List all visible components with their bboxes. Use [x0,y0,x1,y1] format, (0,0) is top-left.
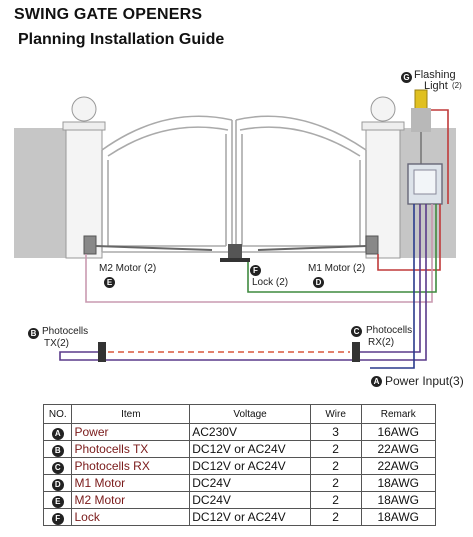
table-row: E M2 Motor DC24V 2 18AWG [42,491,436,509]
m1-motor-arm [257,245,367,251]
row-item: M2 Motor [71,491,191,509]
row-remark: 22AWG [360,440,436,458]
power-input-badge: A [371,376,382,387]
row-badge: B [51,444,64,457]
header-item: Item [71,404,191,424]
left-pillar-cap [62,121,106,131]
photocell-rx-label-2: RX(2) [368,337,395,348]
m1-motor-badge: D [313,277,324,288]
photocell-tx-badge: B [28,328,39,339]
flashing-light-base [411,108,431,132]
lock-label: Lock (2) [252,277,289,288]
row-badge: A [51,427,64,440]
right-pillar-cap [361,121,405,131]
row-badge: D [51,478,64,491]
wire-power-input [370,204,415,369]
row-remark: 18AWG [360,474,436,492]
wire-flashing-light [431,109,449,204]
row-item: Lock [71,508,191,526]
row-item: Photocells RX [71,457,191,475]
row-remark: 18AWG [360,491,436,509]
row-item: Photocells TX [71,440,191,458]
header-wire: Wire [309,404,362,424]
wire-photocell-tx [59,204,427,361]
row-remark: 16AWG [360,423,436,441]
wire-m2-motor [85,204,433,303]
row-badge: C [51,461,64,474]
table-row: B Photocells TX DC12V or AC24V 2 22AWG [42,440,436,458]
m1-motor-body [365,235,379,255]
header-remark: Remark [360,404,436,424]
row-badge: F [51,512,64,525]
row-voltage: AC230V [189,423,311,441]
m2-motor-badge: E [104,277,115,288]
row-item: M1 Motor [71,474,191,492]
row-voltage: DC24V [189,474,311,492]
power-input-label: Power Input(3) [385,374,464,388]
table-row: A Power AC230V 3 16AWG [42,423,436,441]
right-pillar-ball [370,96,396,122]
row-wire: 2 [309,508,362,526]
row-wire: 2 [309,457,362,475]
row-voltage: DC24V [189,491,311,509]
row-wire: 2 [309,474,362,492]
row-remark: 22AWG [360,457,436,475]
row-wire: 3 [309,423,362,441]
table-header-row: NO. Item Voltage Wire Remark [42,404,436,424]
lock-body [228,244,242,260]
m2-motor-body [83,235,97,255]
lock-plate [220,258,250,262]
m1-motor-label: M1 Motor (2) [308,263,366,274]
photocell-rx [352,342,360,362]
wire-photocell-rx [360,204,421,353]
wire-lock [247,204,437,293]
header-voltage: Voltage [189,404,311,424]
m2-motor-label: M2 Motor (2) [99,263,157,274]
left-pillar-ball [71,96,97,122]
row-wire: 2 [309,440,362,458]
photocell-rx-label: Photocells [366,325,413,336]
gate-leaves [101,115,367,253]
table-row: F Lock DC12V or AC24V 2 18AWG [42,508,436,526]
control-box-panel [413,169,437,195]
photocell-rx-badge: C [351,326,362,337]
flashing-light-badge: G [401,72,412,83]
gate-installation-diagram [14,89,456,369]
wire-m1-motor [377,204,441,271]
left-wall [14,128,66,258]
flashing-light-lamp [414,89,428,111]
page-title: SWING GATE OPENERS [14,6,203,23]
flashing-light-label-2: Light [424,80,448,92]
lock-badge: F [250,265,261,276]
flashing-light-count: (2) [452,81,462,90]
row-voltage: DC12V or AC24V [189,508,311,526]
header-no: NO. [42,404,73,424]
row-item: Power [71,423,191,441]
table-row: D M1 Motor DC24V 2 18AWG [42,474,436,492]
row-remark: 18AWG [360,508,436,526]
page-subtitle: Planning Installation Guide [18,31,225,48]
row-badge: E [51,495,64,508]
photocell-tx [98,342,106,362]
photocell-tx-label-2: TX(2) [44,338,69,349]
row-voltage: DC12V or AC24V [189,457,311,475]
spec-table: NO. Item Voltage Wire Remark A Power AC2… [42,404,436,526]
row-wire: 2 [309,491,362,509]
row-voltage: DC12V or AC24V [189,440,311,458]
m2-motor-arm [95,245,213,251]
photocell-tx-label: Photocells [42,326,89,337]
table-row: C Photocells RX DC12V or AC24V 2 22AWG [42,457,436,475]
flashing-light-label: Flashing [414,69,456,81]
